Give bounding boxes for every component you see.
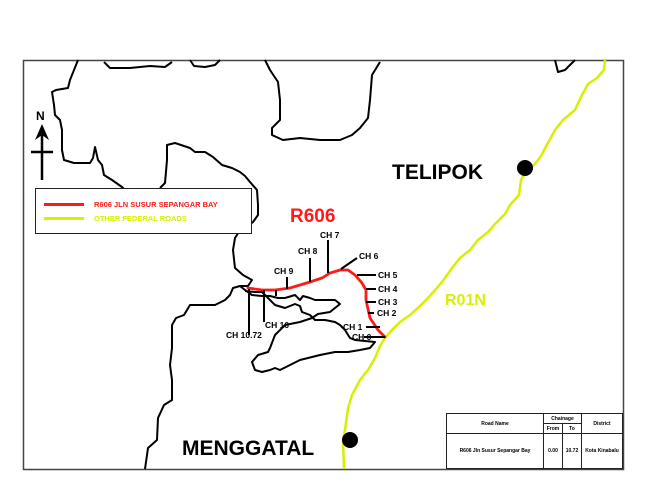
coastline-lower-left	[144, 142, 259, 470]
coastline-inner-bay	[239, 285, 376, 373]
header-chainage: Chainage	[543, 413, 582, 424]
label-ch8: CH 8	[298, 246, 318, 256]
cell-district: Kota Kinabalu	[581, 433, 623, 469]
label-ch10: CH 10	[265, 320, 289, 330]
coastline-ne-corner	[554, 59, 576, 73]
town-label-telipok: TELIPOK	[392, 161, 483, 184]
header-district: District	[581, 413, 623, 434]
label-ch1: CH 1	[343, 322, 363, 332]
federal-road-r01n	[341, 59, 607, 470]
label-ch10-72: CH 10.72	[226, 330, 262, 340]
label-ch2: CH 2	[377, 308, 397, 318]
label-ch7: CH 7	[320, 230, 340, 240]
cell-road-name: R606 Jln Susur Sepangar Bay	[446, 433, 544, 469]
coastline-north-bay	[264, 59, 381, 141]
legend-item-federal: OTHER FEDERAL ROADS	[44, 213, 187, 223]
coastline-outlines	[51, 59, 576, 470]
map-frame	[22, 59, 625, 471]
north-arrow-icon: N	[31, 109, 53, 180]
route-label-r606: R606	[290, 206, 335, 227]
label-ch9: CH 9	[274, 266, 294, 276]
legend-swatch-yellow	[44, 216, 84, 220]
legend-item-r606: R606 JLN SUSUR SEPANGAR BAY	[44, 199, 218, 209]
cell-to: 10.72	[562, 433, 582, 469]
map-legend: R606 JLN SUSUR SEPANGAR BAY OTHER FEDERA…	[35, 188, 252, 234]
chainage-ticks	[248, 240, 385, 338]
header-from: From	[543, 423, 563, 434]
header-road-name: Road Name	[446, 413, 544, 434]
legend-swatch-red	[44, 202, 84, 206]
label-ch3: CH 3	[378, 297, 398, 307]
legend-label: R606 JLN SUSUR SEPANGAR BAY	[94, 199, 218, 209]
coastline-top-left	[103, 61, 173, 69]
town-marker-menggatal	[342, 432, 358, 448]
header-to: To	[562, 423, 582, 434]
coastline-top-mid	[189, 59, 221, 68]
label-ch5: CH 5	[378, 270, 398, 280]
route-r606	[246, 268, 387, 339]
label-ch0: CH 0	[352, 332, 372, 342]
north-label: N	[36, 109, 45, 123]
legend-label: OTHER FEDERAL ROADS	[94, 213, 187, 223]
road-info-table: Road Name Chainage District From To R606…	[446, 413, 623, 469]
town-label-menggatal: MENGGATAL	[182, 437, 314, 460]
label-ch6: CH 6	[359, 251, 379, 261]
coastline-west	[51, 59, 126, 191]
road-label-r01n: R01N	[445, 292, 486, 309]
cell-from: 0.00	[543, 433, 563, 469]
town-marker-telipok	[517, 160, 533, 176]
label-ch4: CH 4	[378, 284, 398, 294]
tick-ch6	[340, 257, 358, 270]
